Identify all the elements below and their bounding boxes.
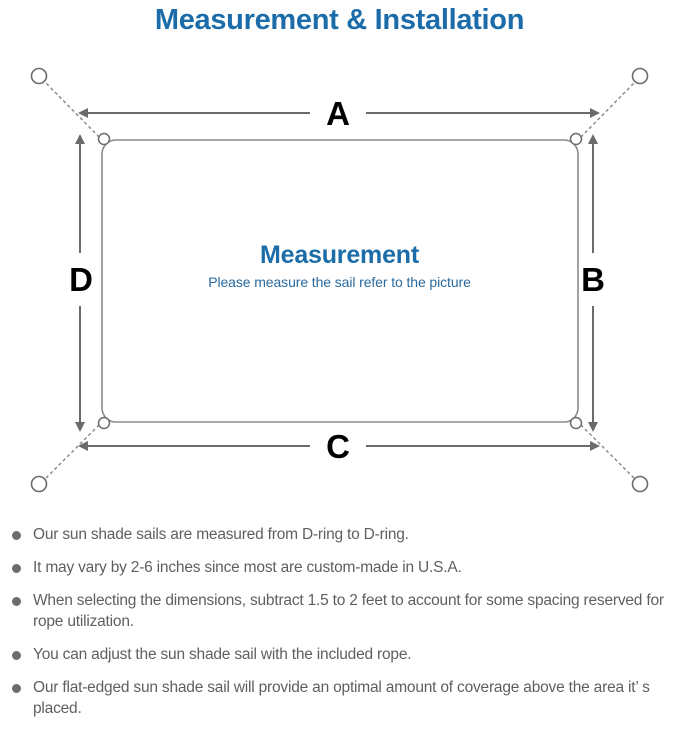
d-ring-bottom-left — [97, 416, 111, 430]
d-rings — [97, 132, 583, 430]
list-item: Our sun shade sails are measured from D-… — [0, 524, 679, 545]
list-item-text: Our flat-edged sun shade sail will provi… — [33, 679, 650, 717]
rope-lines — [43, 80, 637, 481]
page-title: Measurement & Installation — [154, 4, 525, 36]
d-ring-top-left — [97, 132, 111, 146]
anchor-rings — [30, 67, 649, 493]
sail-measurement-diagram: A C D B — [30, 67, 649, 493]
anchor-ring-top-left — [30, 67, 48, 85]
list-item-text: It may vary by 2-6 inches since most are… — [33, 559, 462, 576]
bullet-icon — [12, 651, 21, 660]
anchor-ring-bottom-left — [30, 475, 48, 493]
dimension-b-label: B — [581, 261, 605, 298]
list-item: You can adjust the sun shade sail with t… — [0, 644, 679, 665]
anchor-ring-bottom-right — [631, 475, 649, 493]
d-ring-bottom-right — [569, 416, 583, 430]
dimension-d: D — [69, 134, 93, 432]
rope-line-bottom-left — [43, 420, 104, 481]
rope-line-top-right — [576, 80, 637, 142]
bullet-icon — [12, 597, 21, 606]
notes-list: Our sun shade sails are measured from D-… — [0, 524, 679, 731]
dimension-c: C — [78, 428, 600, 465]
dimension-a: A — [78, 95, 600, 132]
dimension-d-label: D — [69, 261, 93, 298]
rope-line-top-left — [43, 80, 104, 142]
dimension-c-label: C — [326, 428, 350, 465]
list-item: Our flat-edged sun shade sail will provi… — [0, 677, 679, 719]
anchor-ring-top-right — [631, 67, 649, 85]
dimension-a-label: A — [326, 95, 350, 132]
list-item-text: Our sun shade sails are measured from D-… — [33, 526, 409, 543]
list-item: When selecting the dimensions, subtract … — [0, 590, 679, 632]
rope-line-bottom-right — [576, 420, 637, 481]
d-ring-top-right — [569, 132, 583, 146]
list-item: It may vary by 2-6 inches since most are… — [0, 557, 679, 578]
bullet-icon — [12, 684, 21, 693]
list-item-text: You can adjust the sun shade sail with t… — [33, 646, 412, 663]
bullet-icon — [12, 564, 21, 573]
list-item-text: When selecting the dimensions, subtract … — [33, 592, 664, 630]
bullet-icon — [12, 531, 21, 540]
dimension-b: B — [581, 134, 605, 432]
sail-shape — [101, 139, 579, 423]
